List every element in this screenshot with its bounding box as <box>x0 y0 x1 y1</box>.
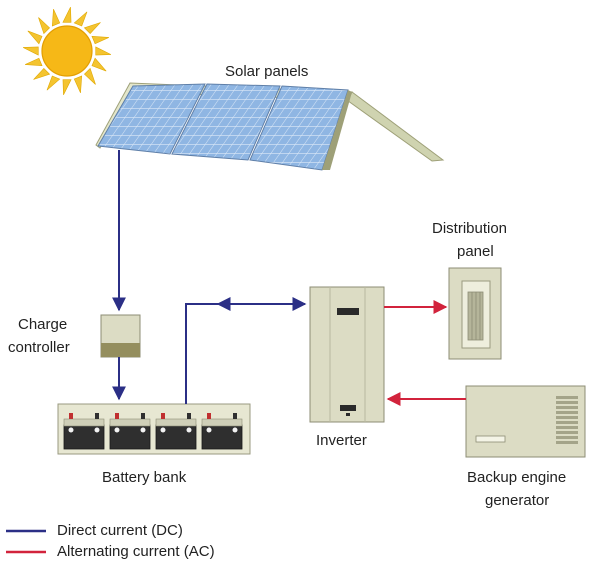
inverter-label: Inverter <box>316 432 367 449</box>
legend-ac-label: Alternating current (AC) <box>57 543 215 560</box>
solar-panels-label: Solar panels <box>225 63 309 80</box>
solar-panels-icon <box>97 83 352 171</box>
charge-controller-icon <box>100 314 141 358</box>
battery-bank-label: Battery bank <box>102 469 187 486</box>
distribution-panel-label-line2: panel <box>457 243 494 260</box>
inverter-icon <box>309 286 385 423</box>
distribution-panel-label-line1: Distribution <box>432 220 508 237</box>
ac-wiring <box>384 300 466 406</box>
charge-controller-label-line2: controller <box>8 339 70 356</box>
generator-label-line2: generator <box>485 492 550 509</box>
generator-label-line1: Backup engine <box>467 469 567 486</box>
sun-icon <box>23 7 111 95</box>
generator-icon <box>465 385 586 458</box>
charge-controller-label-line1: Charge <box>18 316 68 333</box>
distribution-panel-icon <box>448 267 502 360</box>
battery-bank-icon <box>57 403 251 455</box>
dc-wiring <box>112 150 307 404</box>
legend-dc-label: Direct current (DC) <box>57 522 183 539</box>
